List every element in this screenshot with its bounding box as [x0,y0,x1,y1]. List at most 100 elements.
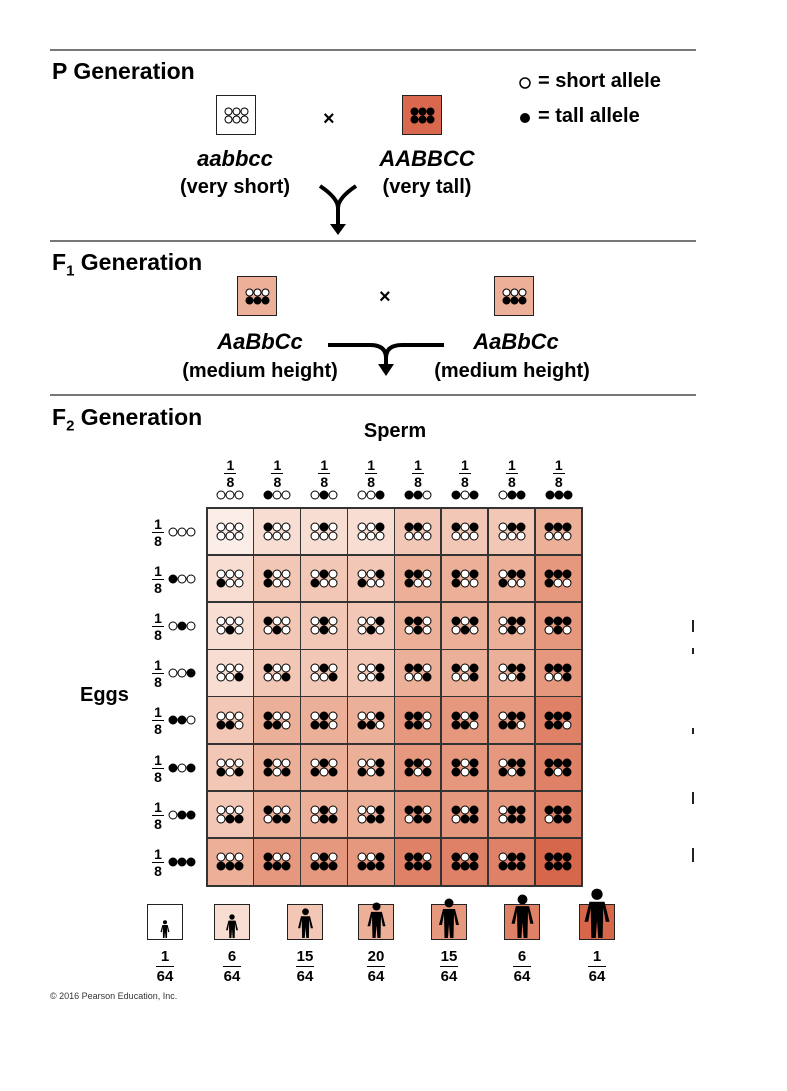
tall-allele [469,805,479,815]
genotype-alleles [498,616,526,635]
short-allele [234,578,244,588]
tall-allele [451,805,461,815]
short-allele-icon [514,72,536,94]
genotype-alleles [502,288,526,304]
short-allele [234,852,244,862]
short-allele [240,107,248,115]
punnett-cell [254,838,300,885]
punnett-cell [301,838,347,885]
punnett-cell [348,838,394,885]
tall-allele [319,522,329,532]
short-allele [460,569,470,579]
tall-allele [422,861,432,871]
genotype-alleles [216,490,244,500]
tall-allele [177,715,187,725]
short-allele [328,522,338,532]
short-allele [234,805,244,815]
tall-allele [186,857,196,867]
short-allele [404,672,414,682]
genotype-alleles [263,758,291,777]
copyright: © 2016 Pearson Education, Inc. [50,991,178,1001]
short-allele [357,758,367,768]
genotype-alleles [544,852,572,871]
short-allele [357,531,367,541]
genotype-alleles [498,663,526,682]
f1-rule [50,240,696,242]
genotype-alleles [310,616,338,635]
punnett-cell [301,602,347,649]
short-allele [375,625,385,635]
sperm-gamete [404,490,432,513]
tall-allele [413,805,423,815]
genotype-alleles [544,758,572,777]
short-allele [460,805,470,815]
short-allele [225,531,235,541]
tall-allele [516,663,526,673]
genotype-alleles [224,107,248,123]
short-allele [281,531,291,541]
short-allele [507,531,517,541]
f1-genotype-box [494,276,534,316]
tall-allele [404,578,414,588]
genotype-alleles [451,852,479,871]
genotype-alleles [498,522,526,541]
tall-allele [460,720,470,730]
short-allele [328,711,338,721]
short-allele [177,574,187,584]
genotype-alleles [404,852,432,871]
short-allele [404,531,414,541]
tall-allele [469,490,479,500]
short-allele [328,625,338,635]
short-allele [507,578,517,588]
short-allele [310,522,320,532]
tall-allele [507,663,517,673]
short-allele [328,805,338,815]
tall-allele [469,569,479,579]
tall-allele [177,810,187,820]
punnett-cell [301,697,347,743]
tall-allele [544,616,554,626]
tall-allele [375,490,385,500]
tall-allele [216,578,226,588]
short-allele [272,531,282,541]
tall-allele [469,672,479,682]
short-allele [319,767,329,777]
parent2-phenotype: (very tall) [382,176,472,198]
short-allele [328,490,338,500]
short-allele [357,805,367,815]
tall-allele [544,852,554,862]
short-allele [168,527,178,537]
punnett-cell [348,602,394,649]
short-allele [562,578,572,588]
short-allele [366,522,376,532]
genotype-alleles [168,574,196,584]
tall-allele [263,663,273,673]
person-silhouette-icon [160,920,170,938]
punnett-cell [301,508,347,555]
short-allele [366,616,376,626]
short-allele [234,720,244,730]
punnett-cell [535,650,582,696]
tall-allele [469,522,479,532]
egg-gamete [168,810,196,833]
short-allele [272,569,282,579]
f1-cross-arrow [324,334,448,378]
short-allele [272,852,282,862]
tall-allele [413,625,423,635]
tall-allele [516,758,526,768]
tall-allele [451,569,461,579]
tall-allele [451,758,461,768]
sperm-gamete [545,490,573,513]
tall-allele [469,852,479,862]
tall-allele [553,711,563,721]
genotype-alleles [168,763,196,773]
tall-allele [319,852,329,862]
short-allele [498,805,508,815]
genotype-alleles [498,711,526,730]
person-silhouette-icon [511,894,533,938]
short-allele [272,767,282,777]
tall-allele [404,767,414,777]
short-allele [263,625,273,635]
